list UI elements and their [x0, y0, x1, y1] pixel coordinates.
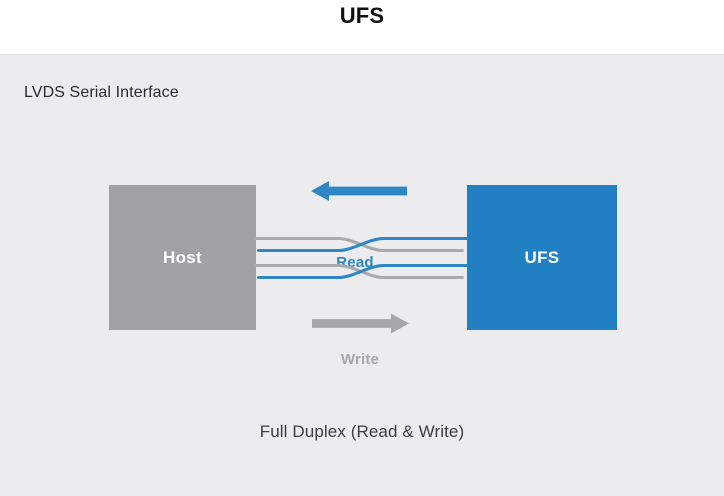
read-label: Read — [336, 254, 374, 271]
lvds-panel: LVDS Serial Interface Host UFS Read Writ… — [0, 54, 724, 496]
ufs-box: UFS — [467, 185, 617, 330]
ufs-box-label: UFS — [524, 247, 560, 267]
page-title: UFS — [339, 3, 385, 28]
host-box-label: Host — [163, 247, 202, 267]
full-duplex-caption: Full Duplex (Read & Write) — [259, 422, 465, 441]
panel-label: LVDS Serial Interface — [24, 84, 179, 101]
host-box: Host — [109, 185, 256, 330]
write-label: Write — [340, 351, 380, 368]
